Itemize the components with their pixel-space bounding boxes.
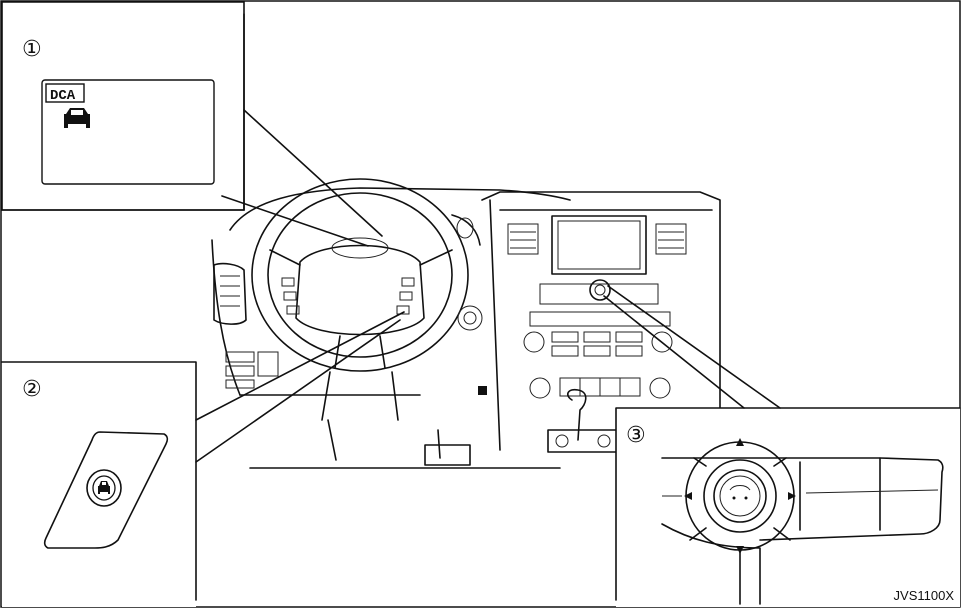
callout-panel-2: ② bbox=[1, 311, 405, 607]
callout-number-3: ③ bbox=[626, 423, 646, 448]
callout-number-1: ① bbox=[22, 37, 42, 62]
callout-panel-3: ③ bbox=[603, 285, 961, 607]
figure-code: JVS1100X bbox=[894, 588, 955, 603]
switch-plate bbox=[43, 431, 169, 549]
dca-label: DCA bbox=[50, 88, 76, 104]
callout-panel-1: ① DCA bbox=[1, 1, 383, 247]
dca-label-box bbox=[45, 83, 85, 103]
car-icon bbox=[64, 108, 90, 128]
meter-display bbox=[41, 79, 215, 185]
callout-number-2: ② bbox=[22, 377, 42, 402]
car-distance-icon[interactable] bbox=[86, 469, 122, 507]
dashboard-illustration bbox=[211, 178, 721, 469]
